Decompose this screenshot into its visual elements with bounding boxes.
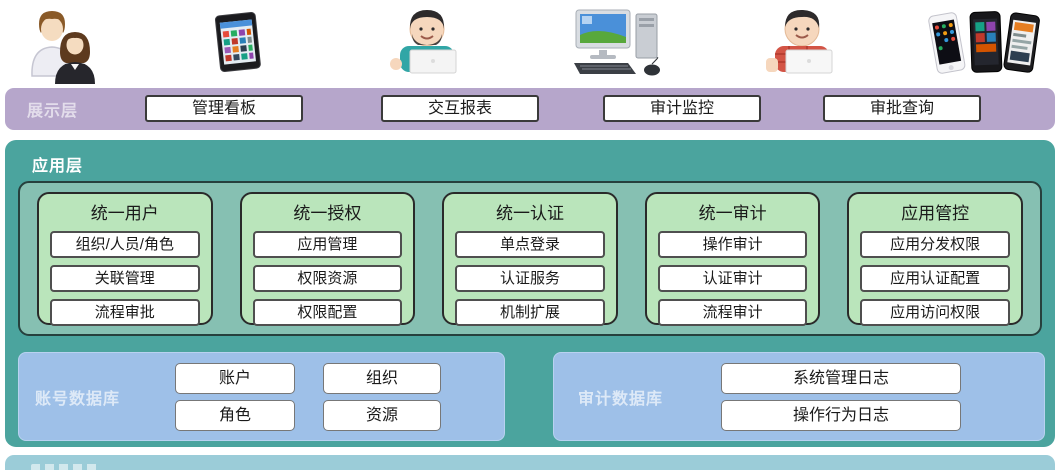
db-item-organization: 组织	[323, 362, 441, 394]
db-item-system-log: 系统管理日志	[721, 362, 961, 394]
clipped-bottom-band	[5, 455, 1055, 470]
button-audit-monitoring: 审计监控	[603, 95, 761, 122]
module-item: 操作审计	[657, 231, 808, 258]
group-title: 统一认证	[495, 204, 564, 223]
group-app-control: 应用管控 应用分发权限 应用认证配置 应用访问权限	[847, 192, 1023, 326]
module-item: 流程审计	[657, 299, 808, 326]
account-database-items: 账户 组织 角色 资源	[175, 362, 441, 431]
group-title: 应用管控	[901, 204, 970, 223]
button-approval-query: 审批查询	[823, 95, 981, 122]
user-at-laptop-plaid-icon	[762, 4, 842, 79]
module-item: 权限资源	[252, 265, 403, 292]
db-item-role: 角色	[175, 399, 295, 431]
module-item: 应用访问权限	[860, 299, 1010, 326]
audit-database-label: 审计数据库	[578, 390, 664, 408]
module-item: 认证审计	[657, 265, 808, 292]
audit-database-items: 系统管理日志 操作行为日志	[721, 362, 961, 431]
module-item: 机制扩展	[455, 299, 605, 326]
group-unified-user: 统一用户 组织/人员/角色 关联管理 流程审批	[37, 192, 213, 326]
smartphones-icon	[925, 10, 1045, 83]
module-item: 关联管理	[50, 265, 200, 292]
presentation-layer-band: 展示层 管理看板 交互报表 审计监控 审批查询	[5, 88, 1055, 130]
button-management-dashboard: 管理看板	[145, 95, 303, 122]
presentation-layer-label: 展示层	[27, 103, 79, 120]
group-unified-authentication: 统一认证 单点登录 认证服务 机制扩展	[442, 192, 618, 326]
group-title: 统一审计	[698, 204, 767, 223]
button-interactive-reports: 交互报表	[381, 95, 539, 122]
application-modules-container: 统一用户 组织/人员/角色 关联管理 流程审批 统一授权 应用管理 权限资源 权…	[18, 181, 1042, 336]
module-item: 应用认证配置	[860, 265, 1010, 292]
module-item: 流程审批	[50, 299, 200, 326]
module-item: 单点登录	[455, 231, 605, 258]
module-item: 组织/人员/角色	[50, 231, 200, 258]
group-unified-authorization: 统一授权 应用管理 权限资源 权限配置	[239, 192, 416, 326]
account-database-label: 账号数据库	[35, 390, 121, 408]
group-title: 统一用户	[90, 204, 159, 223]
desktop-computer-icon	[568, 8, 670, 83]
user-at-laptop-icon	[388, 4, 466, 79]
audit-database-band: 审计数据库 系统管理日志 操作行为日志	[553, 352, 1045, 441]
application-layer-band: 应用层 统一用户 组织/人员/角色 关联管理 流程审批 统一授权 应用管理 权限…	[5, 140, 1055, 447]
module-item: 应用管理	[252, 231, 403, 258]
group-title: 统一授权	[293, 204, 362, 223]
two-business-users-icon	[12, 6, 108, 89]
db-item-resource: 资源	[323, 399, 441, 431]
group-unified-audit: 统一审计 操作审计 认证审计 流程审计	[644, 192, 821, 326]
tablet-icon	[206, 11, 270, 79]
module-item: 权限配置	[252, 299, 403, 326]
module-item: 应用分发权限	[860, 231, 1010, 258]
clipped-label-sliver	[31, 464, 101, 470]
module-item: 认证服务	[455, 265, 605, 292]
db-item-operation-log: 操作行为日志	[721, 399, 961, 431]
application-layer-label: 应用层	[32, 158, 84, 175]
account-database-band: 账号数据库 账户 组织 角色 资源	[18, 352, 505, 441]
db-item-account: 账户	[175, 362, 295, 394]
